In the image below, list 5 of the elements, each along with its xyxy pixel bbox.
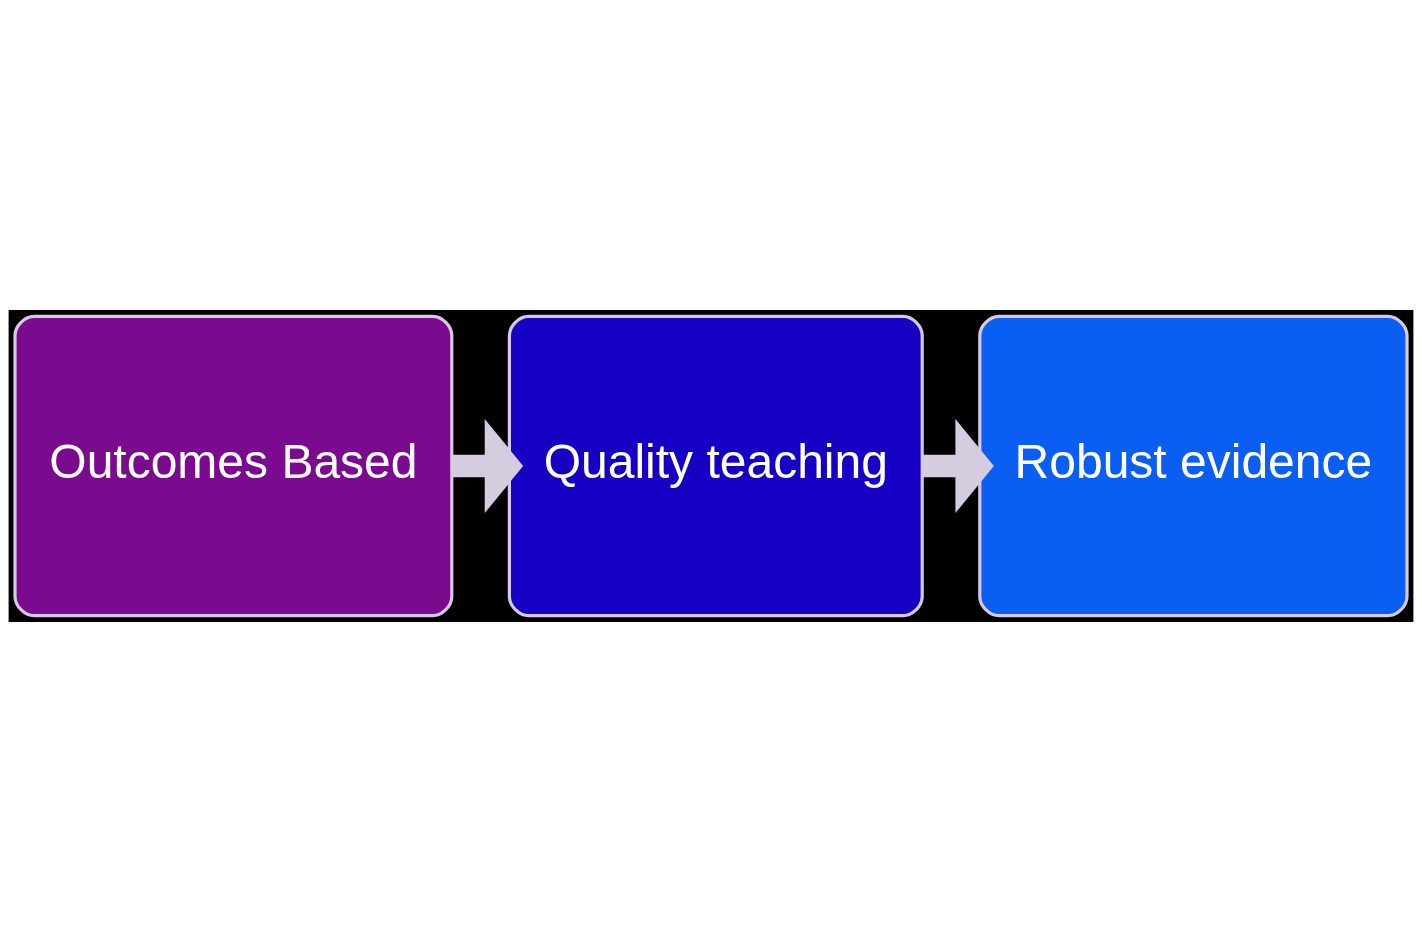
arrow [452, 418, 524, 514]
node-box: Robust evidence [978, 314, 1409, 618]
arrow [922, 418, 994, 514]
node-box: Outcomes Based [13, 314, 454, 618]
node-box: Quality teaching [507, 314, 924, 618]
